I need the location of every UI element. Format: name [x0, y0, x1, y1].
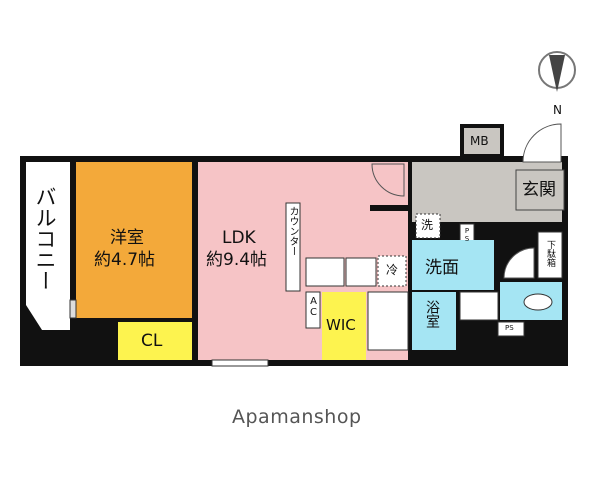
balcony	[26, 162, 70, 330]
counter	[285, 202, 301, 292]
western-room-size: 約4.7帖	[94, 250, 156, 270]
shoe-box	[537, 231, 563, 279]
compass-icon	[538, 51, 576, 92]
entrance-door	[522, 123, 562, 163]
toilet-icon	[523, 293, 553, 311]
toilet-door	[503, 247, 535, 279]
mb-box	[460, 124, 504, 158]
brand-label: Apamanshop	[232, 406, 362, 428]
shoe-box-label: 下駄箱	[545, 240, 555, 267]
entrance-floor	[515, 169, 565, 211]
ldk-door	[371, 163, 405, 197]
window-room-divider	[192, 162, 198, 318]
fridge-space	[377, 255, 407, 287]
compass-label: N	[553, 103, 562, 117]
balcony-label: バルコニー	[33, 186, 57, 291]
closet	[118, 322, 192, 360]
ac-label: AC	[308, 296, 319, 318]
ac-column	[305, 291, 321, 329]
western-room	[76, 162, 192, 318]
storage	[367, 291, 409, 351]
entrance-label: 玄関	[522, 180, 556, 200]
mb-label: MB	[470, 134, 489, 148]
sink	[305, 257, 345, 287]
ldk-size: 約9.4帖	[206, 250, 268, 270]
bathroom-room	[412, 292, 456, 350]
washer-label: 洗	[421, 218, 434, 232]
wic	[322, 292, 366, 360]
ps-upper-label: PS	[463, 227, 471, 243]
stove	[345, 257, 377, 287]
ps-lower-label: PS	[505, 324, 514, 332]
washroom-label: 洗面	[425, 258, 459, 278]
ps-lower-box	[497, 321, 525, 337]
inner-wall	[370, 205, 410, 211]
western-room-name: 洋室	[110, 228, 144, 248]
vanity	[459, 291, 499, 321]
closet-label: CL	[141, 331, 163, 351]
window-west	[69, 299, 77, 319]
washroom	[412, 240, 494, 290]
ldk-name: LDK	[222, 228, 256, 248]
wic-label: WIC	[326, 316, 356, 334]
bathroom-label: 浴室	[424, 300, 440, 328]
fridge-label: 冷	[386, 263, 399, 277]
washer-spot	[415, 213, 441, 239]
window-south	[211, 359, 269, 367]
counter-label: カウンター	[287, 206, 298, 256]
